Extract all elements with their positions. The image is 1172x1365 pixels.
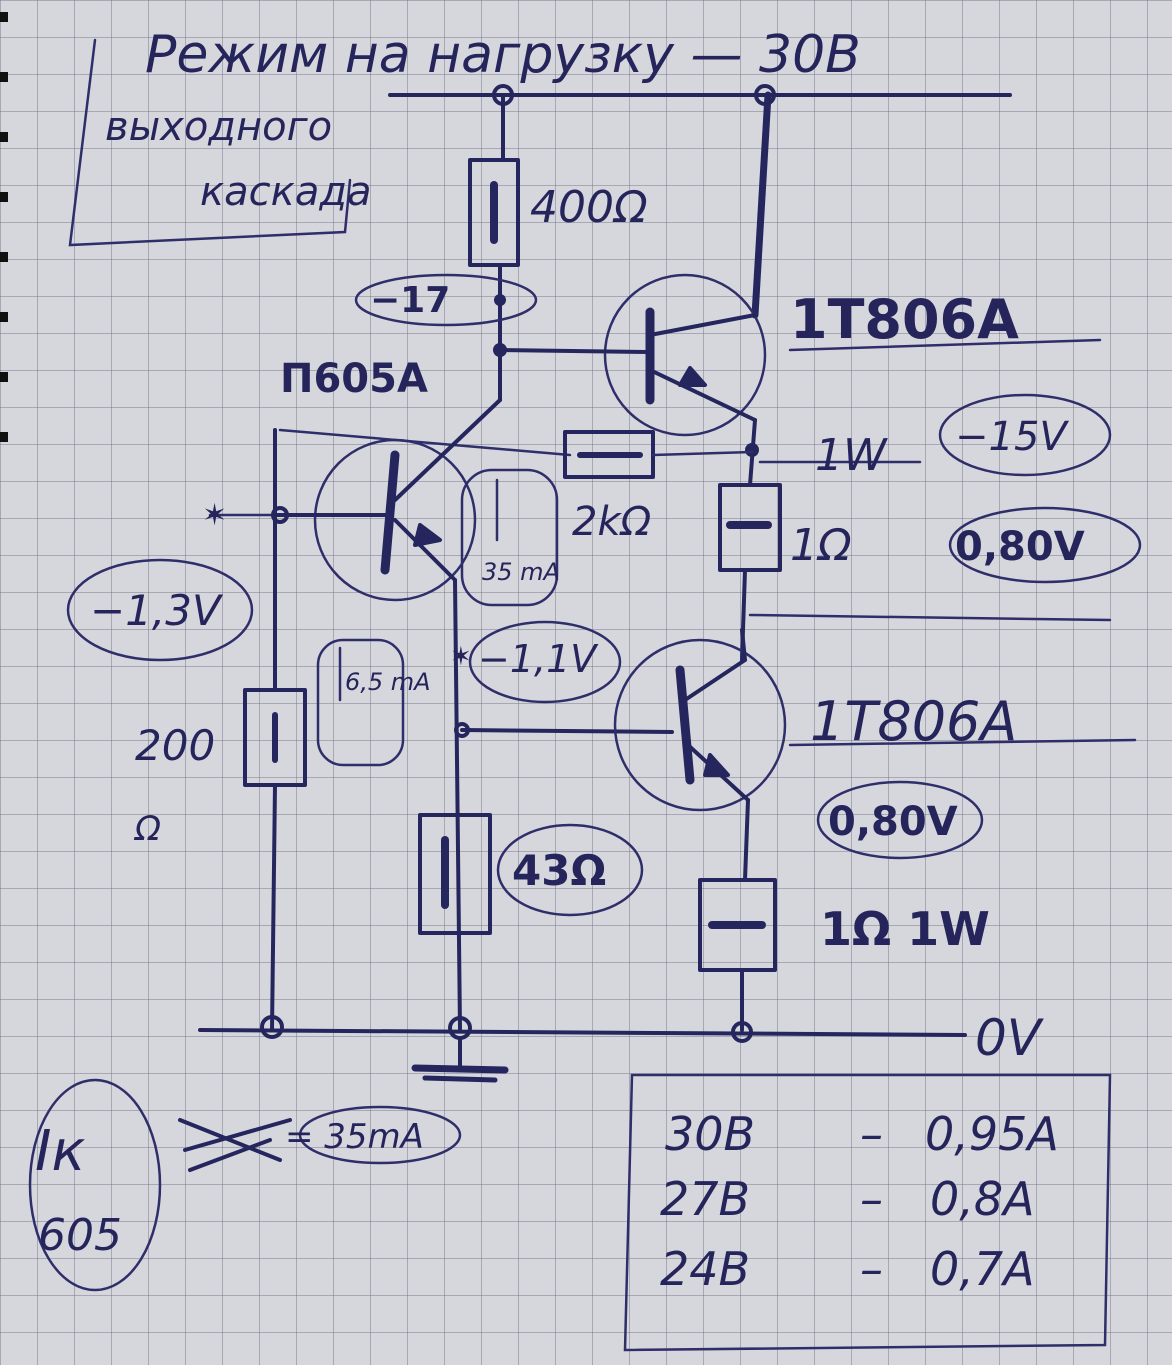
underline — [788, 338, 1102, 352]
resistor-200 — [243, 688, 307, 1032]
table-voltage: 24В — [660, 1242, 750, 1296]
input-node: ✶ — [202, 428, 289, 692]
value-ellipse — [496, 823, 644, 917]
current-note-ellipse — [28, 1078, 162, 1292]
upper-transistor — [498, 273, 767, 437]
lower-emitter-resistor — [698, 878, 777, 1032]
note-line1: выходного — [105, 104, 332, 150]
note-box — [68, 38, 352, 247]
resistor-400-label: 400Ω — [530, 182, 648, 233]
binding-holes — [0, 12, 8, 442]
page-title: Режим на нагрузку — 30В — [145, 25, 861, 85]
value-ellipse — [298, 1105, 462, 1165]
upper-emitter-resistor-label: 1Ω — [790, 520, 852, 571]
ground-rail — [198, 1015, 967, 1083]
resistor-2k — [278, 428, 754, 479]
table-row: 24В – 0,7A — [660, 1242, 1035, 1296]
table-current: 0,7A — [930, 1242, 1035, 1296]
supply-table: 30В – 0,95A 27В – 0,8A 24В – 0,7A — [660, 1107, 1059, 1296]
table-row: 30В – 0,95A — [665, 1107, 1059, 1161]
voltage-ellipse — [66, 558, 254, 662]
driver-transistor — [273, 398, 502, 1032]
bias-current-label: 6,5 mA — [345, 668, 431, 696]
underline — [788, 738, 1137, 747]
table-voltage: 30В — [665, 1107, 755, 1161]
current-box — [460, 468, 559, 607]
upper-drop-label: 0,80V — [955, 524, 1085, 570]
table-row: 27В – 0,8A — [660, 1172, 1035, 1226]
table-dash: – — [860, 1107, 883, 1161]
upper-voltage-label: −15V — [955, 414, 1069, 460]
current-device: 605 — [38, 1210, 122, 1261]
table-dash: – — [860, 1242, 883, 1296]
upper-transistor-label: 1T806A — [790, 288, 1019, 351]
resistor-43-label: 43Ω — [512, 846, 606, 895]
table-voltage: 27В — [660, 1172, 750, 1226]
voltage-ellipse — [468, 620, 622, 704]
current-value: = 35mA — [285, 1117, 424, 1157]
voltage-ellipse — [354, 273, 538, 327]
table-current: 0,8A — [930, 1172, 1035, 1226]
table-current: 0,95A — [925, 1107, 1059, 1161]
scribble — [178, 1118, 292, 1172]
voltage-ellipse — [816, 780, 984, 860]
lower-transistor — [454, 628, 787, 882]
supply-rail — [388, 84, 1012, 319]
voltage-ellipse — [948, 506, 1142, 584]
svg-text:✶: ✶ — [202, 498, 227, 533]
note-line2: каскада — [200, 169, 372, 215]
resistor-400 — [468, 158, 520, 402]
input-voltage-label: −1,3V — [90, 586, 224, 635]
resistor-200-unit: Ω — [133, 809, 161, 849]
upper-emitter-resistor — [718, 418, 1112, 662]
supply-table-box — [623, 1073, 1112, 1352]
resistor-43 — [418, 813, 492, 935]
resistor-2k-label: 2kΩ — [572, 499, 652, 545]
lower-drop-label: 0,80V — [828, 799, 958, 845]
power-rating-label: 1W — [815, 430, 888, 481]
driver-transistor-label: П605А — [280, 356, 428, 402]
node-voltage-label: −17 — [370, 280, 450, 321]
driver-current-label: 35 mA — [482, 558, 560, 586]
node-marker-icon: ✶ — [450, 642, 472, 672]
table-dash: – — [860, 1172, 883, 1226]
node-voltage-label: −1,1V — [478, 637, 599, 681]
lower-emitter-resistor-label: 1Ω 1W — [820, 902, 990, 956]
voltage-ellipse — [938, 393, 1112, 477]
current-box — [316, 638, 405, 767]
resistor-200-label: 200 — [135, 721, 215, 770]
current-symbol: Iк — [35, 1119, 86, 1184]
ground-label: 0V — [975, 1009, 1045, 1067]
